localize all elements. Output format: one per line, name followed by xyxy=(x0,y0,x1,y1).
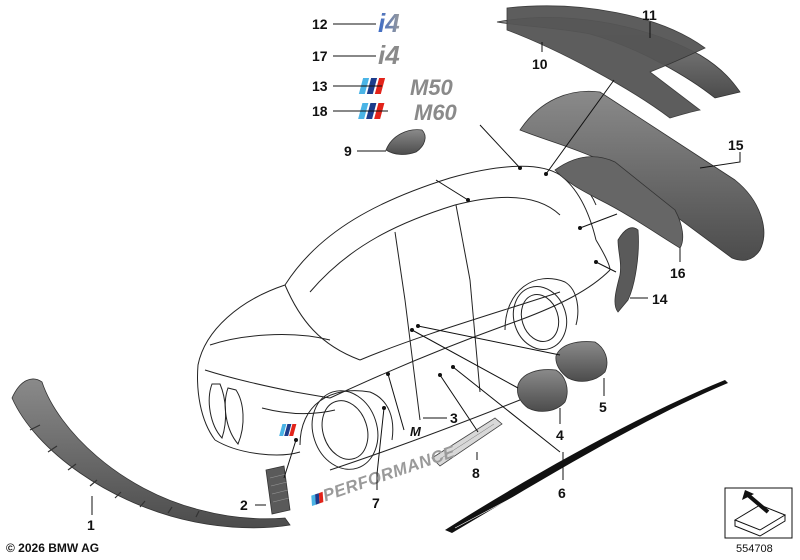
callout-8: 8 xyxy=(472,465,480,481)
callout-7: 7 xyxy=(372,495,380,511)
svg-text:i4: i4 xyxy=(378,8,400,38)
part-front-air-vent xyxy=(265,465,291,515)
part-mirror-cap-small xyxy=(385,129,426,155)
part-rear-side-splitter xyxy=(614,227,639,313)
svg-text:M: M xyxy=(410,424,422,439)
svg-text:i4: i4 xyxy=(378,40,400,70)
badge-m50: M50 xyxy=(358,75,454,100)
callout-11: 11 xyxy=(642,7,657,23)
callout-14: 14 xyxy=(652,291,668,307)
part-mirror-cap-right xyxy=(517,369,568,412)
copyright-notice: © 2026 BMW AG xyxy=(6,541,100,555)
part-front-lip-spoiler xyxy=(11,378,291,529)
callout-16: 16 xyxy=(670,265,686,281)
callout-4: 4 xyxy=(556,427,564,443)
callout-9: 9 xyxy=(344,143,352,159)
parts-set-icon xyxy=(724,487,793,539)
svg-text:M60: M60 xyxy=(414,100,458,125)
diagram-number: 554708 xyxy=(736,543,773,555)
callout-3: 3 xyxy=(450,410,458,426)
part-mirror-cap-left xyxy=(555,341,608,382)
part-rear-diffuser xyxy=(519,90,765,261)
callout-18: 18 xyxy=(312,103,328,119)
svg-text:M50: M50 xyxy=(410,75,454,100)
callout-15: 15 xyxy=(728,137,744,153)
callout-5: 5 xyxy=(599,399,607,415)
part-roof-spoiler xyxy=(506,5,706,119)
badge-i4-grey: i4 xyxy=(378,40,400,70)
leader-lines xyxy=(91,22,741,515)
callout-12: 12 xyxy=(312,16,328,32)
svg-text:PERFORMANCE: PERFORMANCE xyxy=(320,442,457,505)
car-outline xyxy=(197,165,611,471)
badge-m60: M60 xyxy=(358,100,458,125)
badge-i4-colored: i4 xyxy=(378,8,400,38)
callout-6: 6 xyxy=(558,485,566,501)
callout-1: 1 xyxy=(87,517,95,533)
callout-13: 13 xyxy=(312,78,328,94)
callout-10: 10 xyxy=(532,56,548,72)
callout-2: 2 xyxy=(240,497,248,513)
callout-17: 17 xyxy=(312,48,328,64)
part-side-decal-stripe xyxy=(445,380,728,533)
badge-m-small: M xyxy=(279,424,422,439)
